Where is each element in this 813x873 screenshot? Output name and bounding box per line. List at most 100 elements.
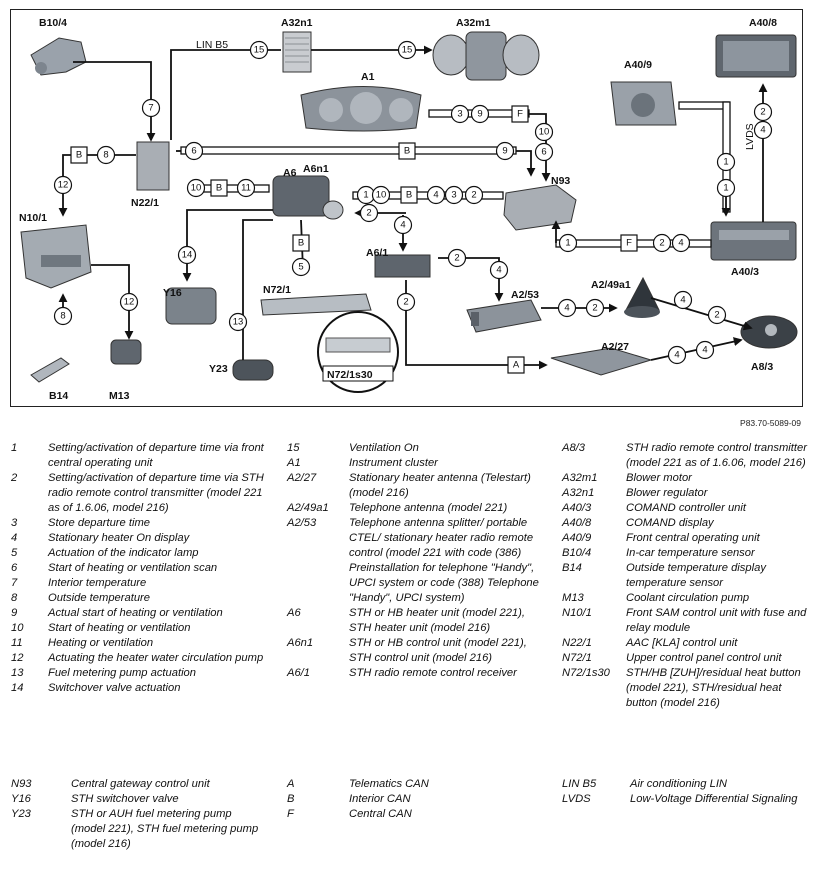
badge-1: 1 <box>716 152 736 172</box>
badge-text: B <box>404 146 410 157</box>
badge-4: 4 <box>695 340 715 360</box>
label-n22-1: N22/1 <box>131 197 159 209</box>
badge-13: 13 <box>228 312 248 332</box>
badge-text: B <box>76 150 82 161</box>
legend-key: B <box>287 793 295 805</box>
legend-value: Interior CAN <box>349 793 411 805</box>
legend-key: Y23 <box>11 808 31 820</box>
fuel-pump-drawing <box>232 359 274 381</box>
front-central-operating-unit-drawing <box>610 81 677 126</box>
blower-motor-drawing <box>432 31 540 81</box>
label-n10-1: N10/1 <box>19 212 47 224</box>
switchover-valve-drawing <box>165 287 217 325</box>
badge-text: 4 <box>433 190 438 201</box>
label-a6-1: A6/1 <box>366 247 388 259</box>
badge-text: 14 <box>182 250 193 261</box>
label-a2-27: A2/27 <box>601 341 629 353</box>
legend-value: STH or HB heater unit (model 221), STH h… <box>349 607 525 634</box>
label-a32m1: A32m1 <box>456 17 491 29</box>
legend-key: 12 <box>11 652 24 664</box>
legend-value: In-car temperature sensor <box>626 547 755 559</box>
badge-text: 4 <box>680 295 685 306</box>
badge-3: 3 <box>450 104 470 124</box>
badge-b: B <box>70 146 88 164</box>
aac-control-unit-drawing <box>136 141 170 191</box>
legend-key: 7 <box>11 577 18 589</box>
badge-2: 2 <box>753 102 773 122</box>
badge-text: 3 <box>451 190 456 201</box>
badge-4: 4 <box>667 345 687 365</box>
badge-b: B <box>292 234 310 252</box>
badge-15: 15 <box>397 40 417 60</box>
legend-key: N10/1 <box>562 607 592 619</box>
badge-9: 9 <box>470 104 490 124</box>
legend-value: Upper control panel control unit <box>626 652 782 664</box>
legend-key: 8 <box>11 592 18 604</box>
label-a40-3: A40/3 <box>731 266 759 278</box>
badge-text: F <box>517 109 523 120</box>
legend-key: N22/1 <box>562 637 592 649</box>
badge-text: 2 <box>403 297 408 308</box>
coolant-pump-drawing <box>110 339 142 365</box>
label-n72-1: N72/1 <box>263 284 291 296</box>
legend-value: Coolant circulation pump <box>626 592 750 604</box>
residual-heat-button-drawing <box>317 311 399 393</box>
badge-a: A <box>507 356 525 374</box>
legend-key: 5 <box>11 547 18 559</box>
legend-key: A2/53 <box>287 517 317 529</box>
telephone-antenna-drawing <box>624 276 660 318</box>
badge-10: 10 <box>534 122 554 142</box>
legend-key: A40/8 <box>562 517 592 529</box>
badge-text: 4 <box>496 265 501 276</box>
legend-key: 10 <box>11 622 24 634</box>
legend-value: Central CAN <box>349 808 412 820</box>
legend-value: Setting/activation of departure time via… <box>48 472 264 514</box>
badge-b: B <box>210 179 228 197</box>
badge-5: 5 <box>291 257 311 277</box>
badge-4: 4 <box>753 120 773 140</box>
badge-text: 9 <box>502 146 507 157</box>
legend-key: F <box>287 808 294 820</box>
legend-key: A6n1 <box>287 637 314 649</box>
legend-key: A2/27 <box>287 472 317 484</box>
label-y23: Y23 <box>209 363 228 375</box>
badge-11: 11 <box>236 178 256 198</box>
legend-value: STH/HB [ZUH]/residual heat button (model… <box>626 667 801 709</box>
badge-text: 8 <box>60 311 65 322</box>
outside-temp-sensor-drawing <box>30 357 70 383</box>
legend-key: LIN B5 <box>562 778 597 790</box>
legend-key: A8/3 <box>562 442 586 454</box>
comand-display-drawing <box>715 34 797 78</box>
badge-text: 9 <box>477 109 482 120</box>
badge-2: 2 <box>464 185 484 205</box>
badge-4: 4 <box>557 298 577 318</box>
legend-key: A6/1 <box>287 667 311 679</box>
label-a2-49a1: A2/49a1 <box>591 279 631 291</box>
legend-value: Outside temperature display temperature … <box>626 562 766 589</box>
badge-10: 10 <box>371 185 391 205</box>
badge-6: 6 <box>534 142 554 162</box>
badge-text: 13 <box>233 317 244 328</box>
legend-key: B10/4 <box>562 547 592 559</box>
legend-key: A40/9 <box>562 532 592 544</box>
badge-1: 1 <box>716 178 736 198</box>
badge-text: 3 <box>457 109 462 120</box>
badge-12: 12 <box>119 292 139 312</box>
badge-text: 12 <box>58 180 69 191</box>
